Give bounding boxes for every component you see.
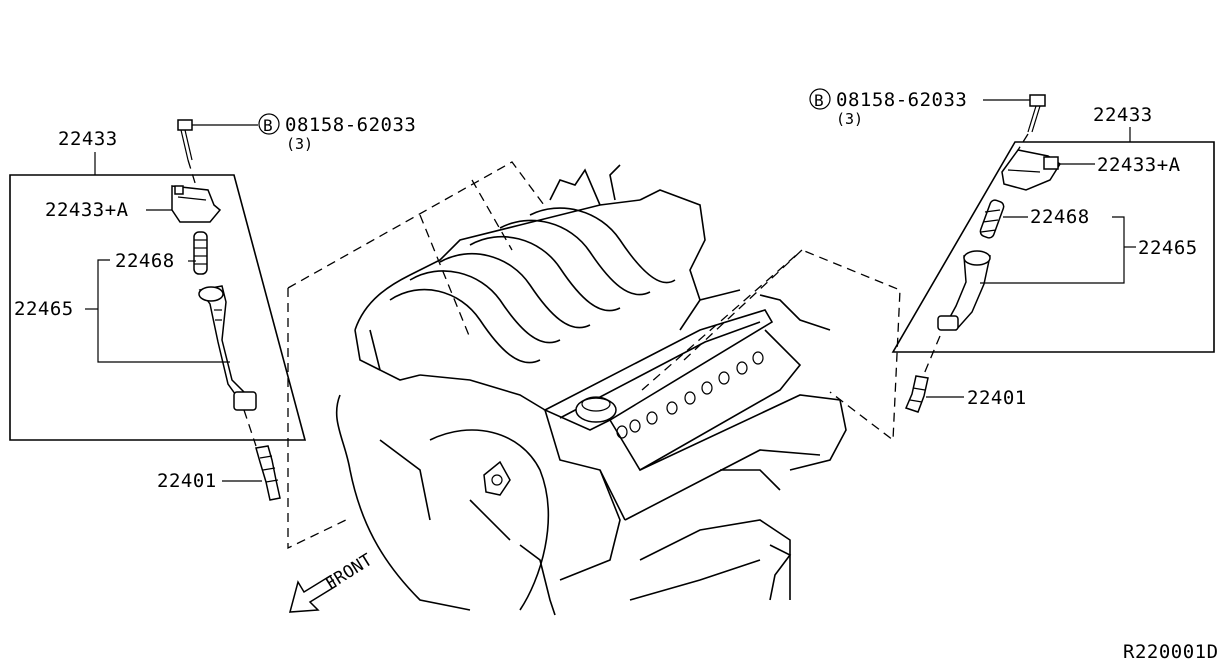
- left-coil-assembly-label: 22433: [58, 128, 118, 150]
- left-assembly-box: [9, 174, 307, 441]
- bolt-b-icon: B: [258, 113, 280, 135]
- front-arrow-icon: FRONT: [289, 550, 376, 613]
- diagram-code: R220001D: [1123, 641, 1219, 663]
- right-coil-group: B 08158-62033 (3) 22433 22433+A 22468: [809, 88, 1215, 413]
- front-label: FRONT: [322, 550, 376, 594]
- right-bolt-icon: [1027, 94, 1046, 133]
- left-spark-plug-label: 22401: [157, 470, 217, 492]
- left-coil-group: B 08158-62033 (3) 22433 22433+A 22468: [9, 113, 416, 501]
- right-ignition-coil: [1001, 149, 1062, 191]
- right-boot-assembly-label: 22465: [1138, 237, 1198, 259]
- right-coil-boot: [937, 250, 991, 331]
- right-spring-label: 22468: [1030, 206, 1090, 228]
- left-bolt-quantity: (3): [286, 135, 313, 153]
- right-coil-assembly-label: 22433: [1093, 104, 1153, 126]
- right-spark-plug-label: 22401: [967, 387, 1027, 409]
- bolt-b-symbol: B: [263, 116, 273, 135]
- left-bolt-icon: [177, 119, 193, 161]
- bolt-b-icon: B: [809, 88, 831, 110]
- right-spark-plug: [904, 375, 929, 413]
- engine-illustration: [287, 161, 901, 616]
- right-assembly-box: [891, 141, 1215, 353]
- right-spring: [979, 199, 1005, 239]
- right-bolt-quantity: (3): [836, 110, 863, 128]
- coil-holes: [616, 351, 764, 439]
- left-coil-sub-label: 22433+A: [45, 199, 129, 221]
- left-ignition-coil: [171, 185, 222, 223]
- left-bolt-part-number: 08158-62033: [285, 114, 416, 136]
- right-bolt-part-number: 08158-62033: [836, 89, 967, 111]
- bolt-b-symbol: B: [814, 91, 824, 110]
- left-coil-boot: [198, 285, 257, 411]
- left-spring-label: 22468: [115, 250, 175, 272]
- left-spark-plug: [255, 445, 281, 501]
- left-boot-assembly-label: 22465: [14, 298, 74, 320]
- left-spring: [193, 231, 208, 275]
- right-coil-sub-label: 22433+A: [1097, 154, 1181, 176]
